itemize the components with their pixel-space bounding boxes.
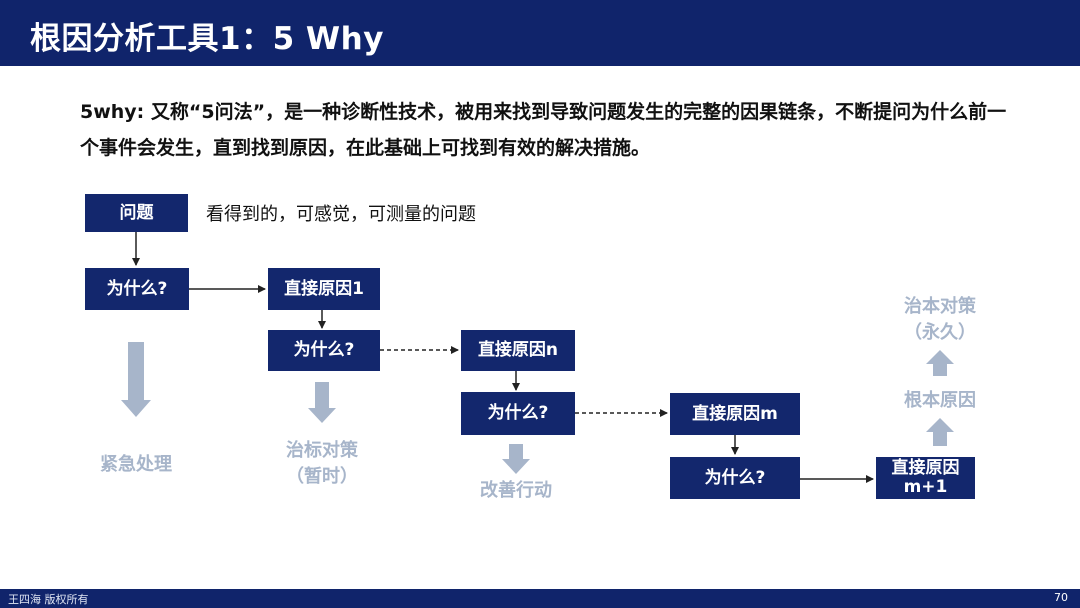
root-cause-label: 根本原因 xyxy=(904,390,976,411)
light-arrow-up-1 xyxy=(926,418,954,446)
footer-bar: 王四海 版权所有 70 xyxy=(0,589,1080,608)
why-box-4: 为什么? xyxy=(670,457,800,499)
why-box-3: 为什么? xyxy=(461,392,575,435)
improve-label: 改善行动 xyxy=(480,480,552,501)
page-number: 70 xyxy=(1054,591,1068,604)
light-arrow-up-2 xyxy=(926,350,954,376)
light-arrow-down-2 xyxy=(308,382,336,423)
problem-note: 看得到的，可感觉，可测量的问题 xyxy=(206,204,476,225)
intro-text: 5why: 又称“5问法”，是一种诊断性技术，被用来找到导致问题发生的完整的因果… xyxy=(80,101,1007,159)
emergency-label: 紧急处理 xyxy=(100,454,172,475)
problem-box: 问题 xyxy=(85,194,188,232)
page-title: 根因分析工具1：5 Why xyxy=(30,21,384,57)
why-box-1: 为什么? xyxy=(85,268,189,310)
cause-n-box: 直接原因n xyxy=(461,330,575,371)
header-bar: 根因分析工具1：5 Why xyxy=(0,0,1080,66)
symptom-fix-label: 治标对策 （暂时） xyxy=(286,440,358,487)
light-arrow-down-3 xyxy=(502,444,530,474)
light-arrow-down-1 xyxy=(121,342,151,417)
copyright-text: 王四海 版权所有 xyxy=(8,593,89,606)
why-box-2: 为什么? xyxy=(268,330,380,371)
cause-1-box: 直接原因1 xyxy=(268,268,380,310)
root-fix-label: 治本对策 （永久） xyxy=(904,296,976,343)
cause-m-box: 直接原因m xyxy=(670,393,800,435)
cause-m1-box: 直接原因 m+1 xyxy=(876,457,975,499)
